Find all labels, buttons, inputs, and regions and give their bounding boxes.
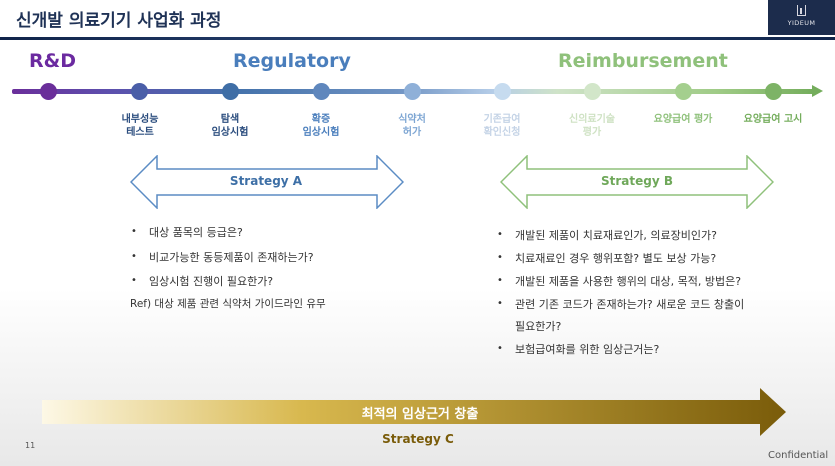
company-logo: YIDEUM (768, 0, 835, 35)
timeline-arrowhead-icon (812, 85, 823, 97)
strategy-a-item: 임상시험 진행이 필요한가? (149, 275, 274, 288)
bullet-icon: • (497, 275, 503, 286)
logo-mark-icon (797, 5, 806, 16)
phase-heading-reimbursement: Reimbursement (558, 50, 728, 72)
milestone-dot-mfds-approval (404, 83, 421, 100)
header-divider (0, 37, 835, 40)
strategy-a-reference: Ref) 대상 제품 관련 식약처 가이드라인 유무 (130, 298, 326, 310)
strategy-b-item: 개발된 제품을 사용한 행위의 대상, 목적, 방법은? (515, 275, 742, 288)
strategy-b-double-arrow (500, 155, 774, 209)
milestone-dot-rd (40, 83, 57, 100)
strategy-a-double-arrow (130, 155, 404, 209)
bullet-icon: • (131, 251, 137, 262)
strategy-a-item: 비교가능한 동등제품이 존재하는가? (149, 251, 314, 264)
bullet-icon: • (131, 226, 137, 237)
bullet-icon: • (497, 298, 503, 309)
bullet-icon: • (497, 343, 503, 354)
strategy-b-item-continuation: 필요한가? (515, 320, 562, 333)
bullet-icon: • (131, 275, 137, 286)
page-number: 11 (25, 441, 36, 450)
milestone-dot-new-tech-eval (584, 83, 601, 100)
milestone-label-benefit-eval: 요양급여 평가 (653, 114, 713, 125)
milestone-label-benefit-notice: 요양급여 고시 (743, 114, 803, 125)
confidential-label: Confidential (768, 450, 829, 461)
strategy-b-item: 관련 기존 코드가 존재하는가? 새로운 코드 창출이 (515, 298, 745, 311)
milestone-dot-confirmatory-trial (313, 83, 330, 100)
milestone-dot-internal-test (131, 83, 148, 100)
strategy-c-arrow (42, 388, 786, 436)
milestone-dot-exploratory-trial (222, 83, 239, 100)
milestone-dot-existing-coverage (494, 83, 511, 100)
phase-heading-regulatory: Regulatory (233, 50, 351, 72)
bullet-icon: • (497, 252, 503, 263)
page-title: 신개발 의료기기 사업화 과정 (16, 11, 222, 31)
strategy-b-label: Strategy B (600, 174, 673, 188)
strategy-c-caption: 최적의 임상근거 창출 (361, 407, 479, 422)
phase-heading-rd: R&D (29, 50, 76, 72)
milestone-dot-benefit-notice (765, 83, 782, 100)
strategy-b-item: 치료재료인 경우 행위포함? 별도 보상 가능? (515, 252, 717, 265)
bullet-icon: • (497, 229, 503, 240)
strategy-a-label: Strategy A (229, 174, 303, 188)
strategy-a-item: 대상 품목의 등급은? (149, 226, 243, 239)
logo-text: YIDEUM (787, 19, 816, 27)
strategy-b-item: 개발된 제품이 치료재료인가, 의료장비인가? (515, 229, 717, 242)
milestone-dot-benefit-eval (675, 83, 692, 100)
strategy-c-label: Strategy C (382, 432, 454, 446)
strategy-b-item: 보험급여화를 위한 임상근거는? (515, 343, 660, 356)
